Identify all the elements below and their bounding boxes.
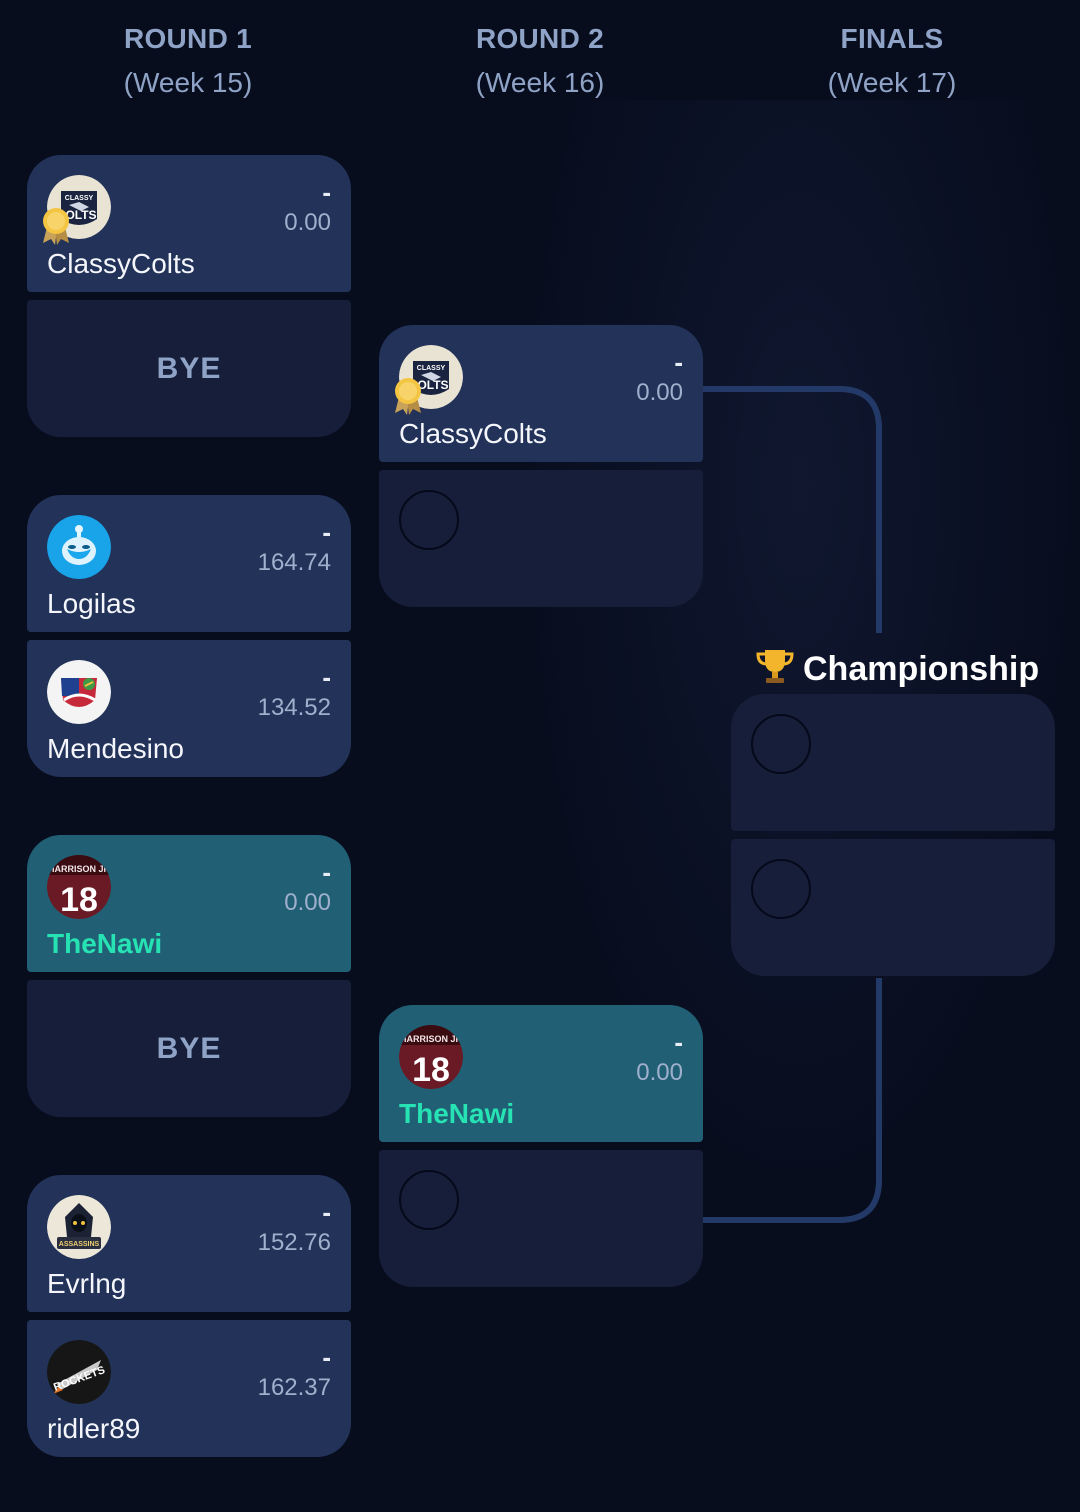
jersey-18-avatar: HARRISON JR 18 [399,1025,463,1089]
team-slot-thenawi[interactable]: HARRISON JR 18 - 0.00 TheNawi [379,1005,703,1142]
finals-week: (Week 17) [827,67,957,98]
team-name: TheNawi [47,928,163,959]
empty-team-slot [731,694,1055,831]
seed-indicator: - [322,662,331,692]
team-slot-classycolts[interactable]: CLASSY OLTS - 0.00 ClassyColts [27,155,351,292]
round-2-header: ROUND 2 (Week 16) [375,22,705,100]
seed-indicator: - [674,347,683,377]
empty-team-slot [731,839,1055,976]
matchup-r1-2[interactable]: - 164.74 Logilas - 134.52 Mendesino [27,495,351,777]
blue-robot-avatar [47,515,111,579]
svg-text:CLASSY: CLASSY [65,195,94,202]
shield-emblem-avatar [47,660,111,724]
svg-text:CLASSY: CLASSY [417,365,446,372]
bye-slot: BYE [27,980,351,1117]
team-name: Logilas [47,588,136,619]
team-slot-logilas[interactable]: - 164.74 Logilas [27,495,351,632]
round-2-week: (Week 16) [475,67,605,98]
seed-indicator: - [322,517,331,547]
round-1-title: ROUND 1 [123,23,253,54]
seed-indicator: - [322,1342,331,1372]
score: 162.37 [257,1374,331,1401]
medal-badge-icon [43,208,69,245]
bye-slot: BYE [27,300,351,437]
bye-label: BYE [156,1032,222,1065]
empty-team-slot [379,1150,703,1287]
team-slot-mendesino[interactable]: - 134.52 Mendesino [27,640,351,777]
score: 164.74 [257,549,331,576]
round-2-title: ROUND 2 [475,23,605,54]
svg-text:OLTS: OLTS [417,378,448,392]
jersey-18-avatar: HARRISON JR 18 [47,855,111,919]
bye-label: BYE [156,352,222,385]
team-name: ClassyColts [399,418,547,449]
svg-text:18: 18 [412,1051,450,1089]
svg-text:HARRISON JR: HARRISON JR [400,1034,463,1044]
matchup-r1-4[interactable]: ASSASSINS - 152.76 Evrlng ROCKETS - 162.… [27,1175,351,1457]
team-slot-evrlng[interactable]: ASSASSINS - 152.76 Evrlng [27,1175,351,1312]
team-slot-classycolts[interactable]: CLASSY OLTS - 0.00 ClassyColts [379,325,703,462]
matchup-r1-1[interactable]: CLASSY OLTS - 0.00 ClassyColts BYE [27,155,351,437]
score: 0.00 [636,1059,683,1086]
team-name: Mendesino [47,733,184,764]
svg-text:ASSASSINS: ASSASSINS [59,1241,100,1248]
svg-text:18: 18 [60,881,98,919]
team-name: TheNawi [399,1098,515,1129]
championship-text: Championship [803,650,1040,688]
avatar-placeholder [399,1170,459,1230]
svg-text:OLTS: OLTS [65,208,96,222]
score: 0.00 [284,889,331,916]
empty-team-slot [379,470,703,607]
finals-title: FINALS [840,23,944,54]
score: 134.52 [257,694,331,721]
seed-indicator: - [322,1197,331,1227]
round-1-week: (Week 15) [123,67,253,98]
connector-upper [703,386,882,633]
round-1-header: ROUND 1 (Week 15) [23,22,353,100]
finals-header: FINALS (Week 17) [727,22,1057,100]
avatar-placeholder [751,859,811,919]
avatar-placeholder [399,490,459,550]
seed-indicator: - [674,1027,683,1057]
score: 152.76 [257,1229,331,1256]
matchup-finals[interactable] [731,694,1055,976]
championship-label: Championship [755,646,1039,689]
seed-indicator: - [322,177,331,207]
team-slot-ridler89[interactable]: ROCKETS - 162.37 ridler89 [27,1320,351,1457]
matchup-r1-3[interactable]: HARRISON JR 18 - 0.00 TheNawi BYE [27,835,351,1117]
score: 0.00 [284,209,331,236]
matchup-r2-1[interactable]: CLASSY OLTS - 0.00 ClassyColts [379,325,703,607]
avatar-placeholder [751,714,811,774]
team-name: ridler89 [47,1413,141,1444]
connector-lower [703,978,882,1223]
svg-text:HARRISON JR: HARRISON JR [48,864,111,874]
team-slot-thenawi[interactable]: HARRISON JR 18 - 0.00 TheNawi [27,835,351,972]
seed-indicator: - [322,857,331,887]
matchup-r2-2[interactable]: HARRISON JR 18 - 0.00 TheNawi [379,1005,703,1287]
assassins-logo: ASSASSINS [47,1195,111,1259]
trophy-icon [756,650,794,683]
team-name: Evrlng [47,1268,127,1299]
score: 0.00 [636,379,683,406]
medal-badge-icon [395,378,421,415]
team-name: ClassyColts [47,248,195,279]
rockets-logo: ROCKETS [47,1340,111,1404]
